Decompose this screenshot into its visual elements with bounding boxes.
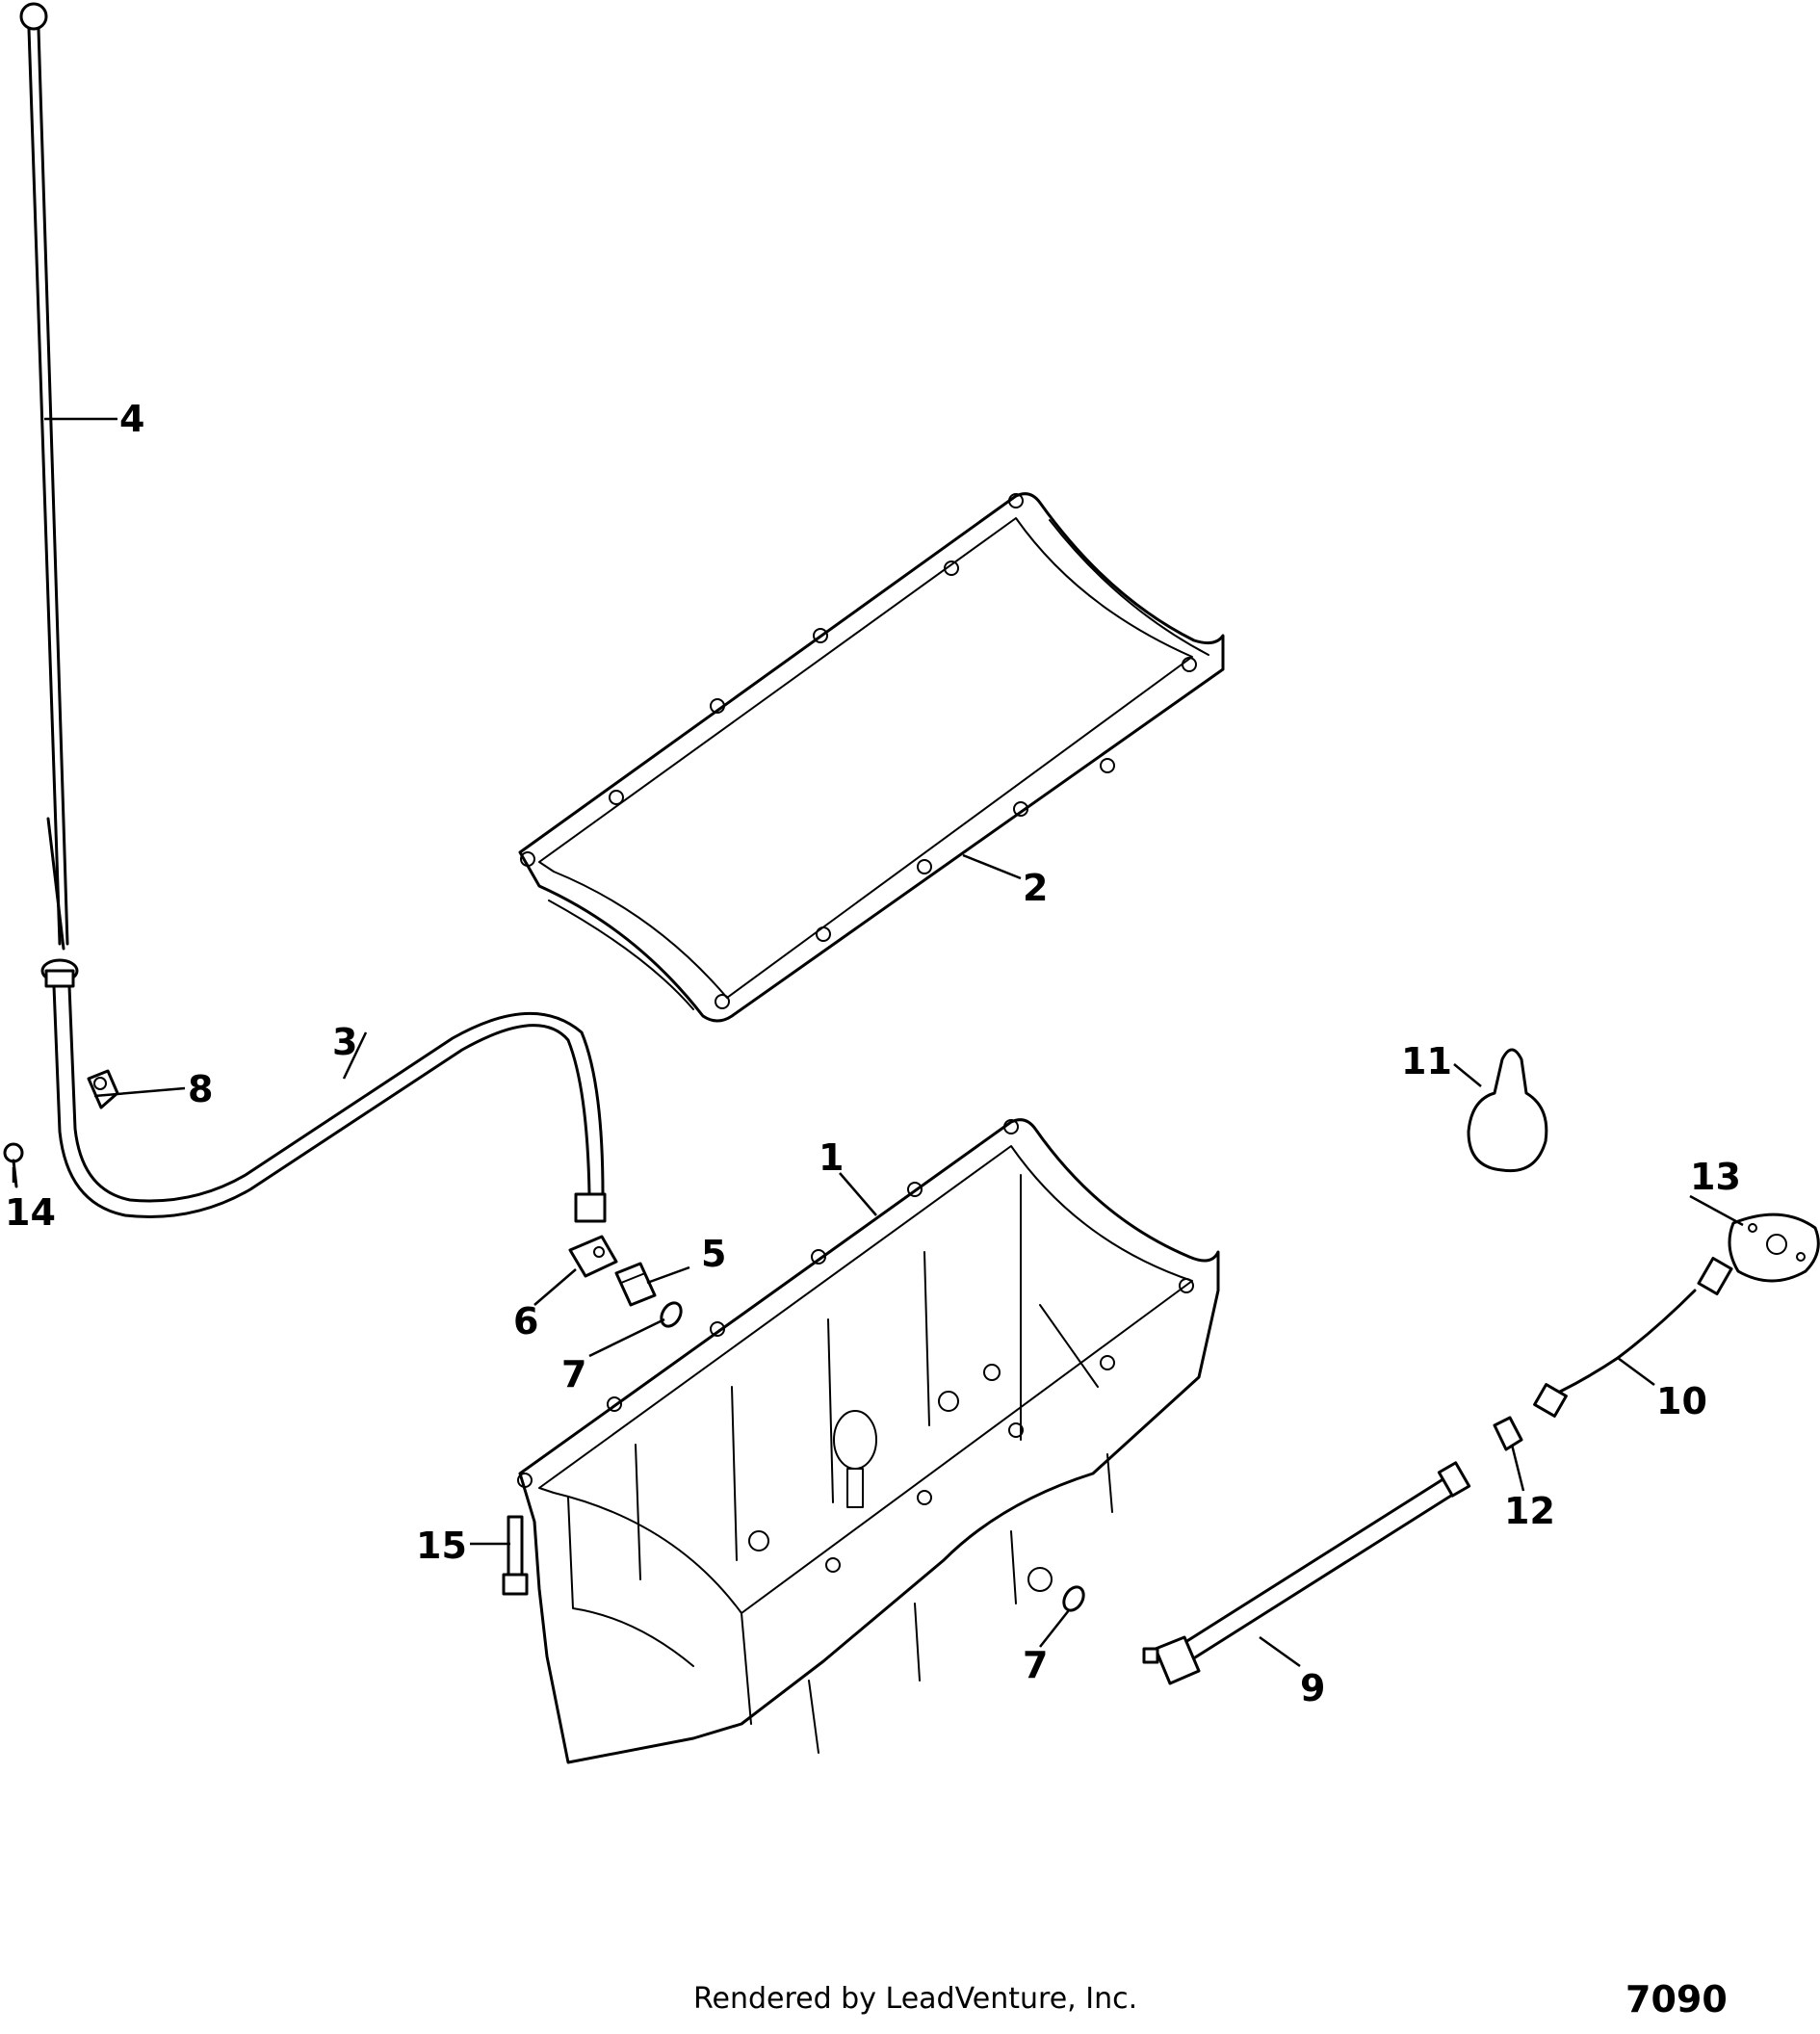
dipstick-tube-part[interactable] <box>40 958 607 1223</box>
tube-clip-part[interactable] <box>87 1069 119 1109</box>
callout-14: 14 <box>5 1191 56 1234</box>
callout-10: 10 <box>1656 1380 1707 1422</box>
callout-9: 9 <box>1300 1667 1325 1709</box>
fitting-part[interactable] <box>1493 1416 1523 1451</box>
callout-7a: 7 <box>561 1353 586 1395</box>
leader-lines <box>12 417 1744 1668</box>
callout-2: 2 <box>1023 867 1048 909</box>
callout-11: 11 <box>1401 1040 1452 1082</box>
sensor-flange-part[interactable] <box>1728 1213 1820 1283</box>
dipstick-part[interactable] <box>19 2 69 951</box>
callout-1: 1 <box>819 1136 844 1179</box>
clip-screw-part[interactable] <box>3 1142 24 1188</box>
sealing-washer-upper-part[interactable] <box>658 1299 686 1330</box>
oil-pan-gasket-part[interactable] <box>518 492 1225 1023</box>
callout-3: 3 <box>332 1021 357 1063</box>
callout-13: 13 <box>1690 1156 1741 1198</box>
callout-6: 6 <box>513 1300 538 1343</box>
drain-plug-part[interactable] <box>614 1262 657 1307</box>
rear-seal-part[interactable] <box>1467 1048 1548 1173</box>
callout-12: 12 <box>1504 1490 1555 1532</box>
render-credit: Rendered by LeadVenture, Inc. <box>693 1982 1138 2016</box>
diagram-number: 7090 <box>1625 1978 1728 2021</box>
callout-15: 15 <box>416 1525 467 1567</box>
callout-labels: 4 2 3 8 14 11 1 13 5 6 7 10 12 15 7 9 <box>5 398 1741 1709</box>
oil-pickup-tube-part[interactable] <box>1142 1461 1471 1685</box>
callout-5: 5 <box>701 1233 726 1275</box>
callout-4: 4 <box>119 398 144 440</box>
callout-7b: 7 <box>1023 1644 1048 1686</box>
callout-8: 8 <box>188 1068 213 1110</box>
oil-pan-part[interactable] <box>517 1118 1220 1764</box>
stud-bolt-part[interactable] <box>502 1515 529 1596</box>
sealing-washer-lower-part[interactable] <box>1060 1583 1088 1614</box>
elbow-fitting-part[interactable] <box>568 1235 618 1278</box>
